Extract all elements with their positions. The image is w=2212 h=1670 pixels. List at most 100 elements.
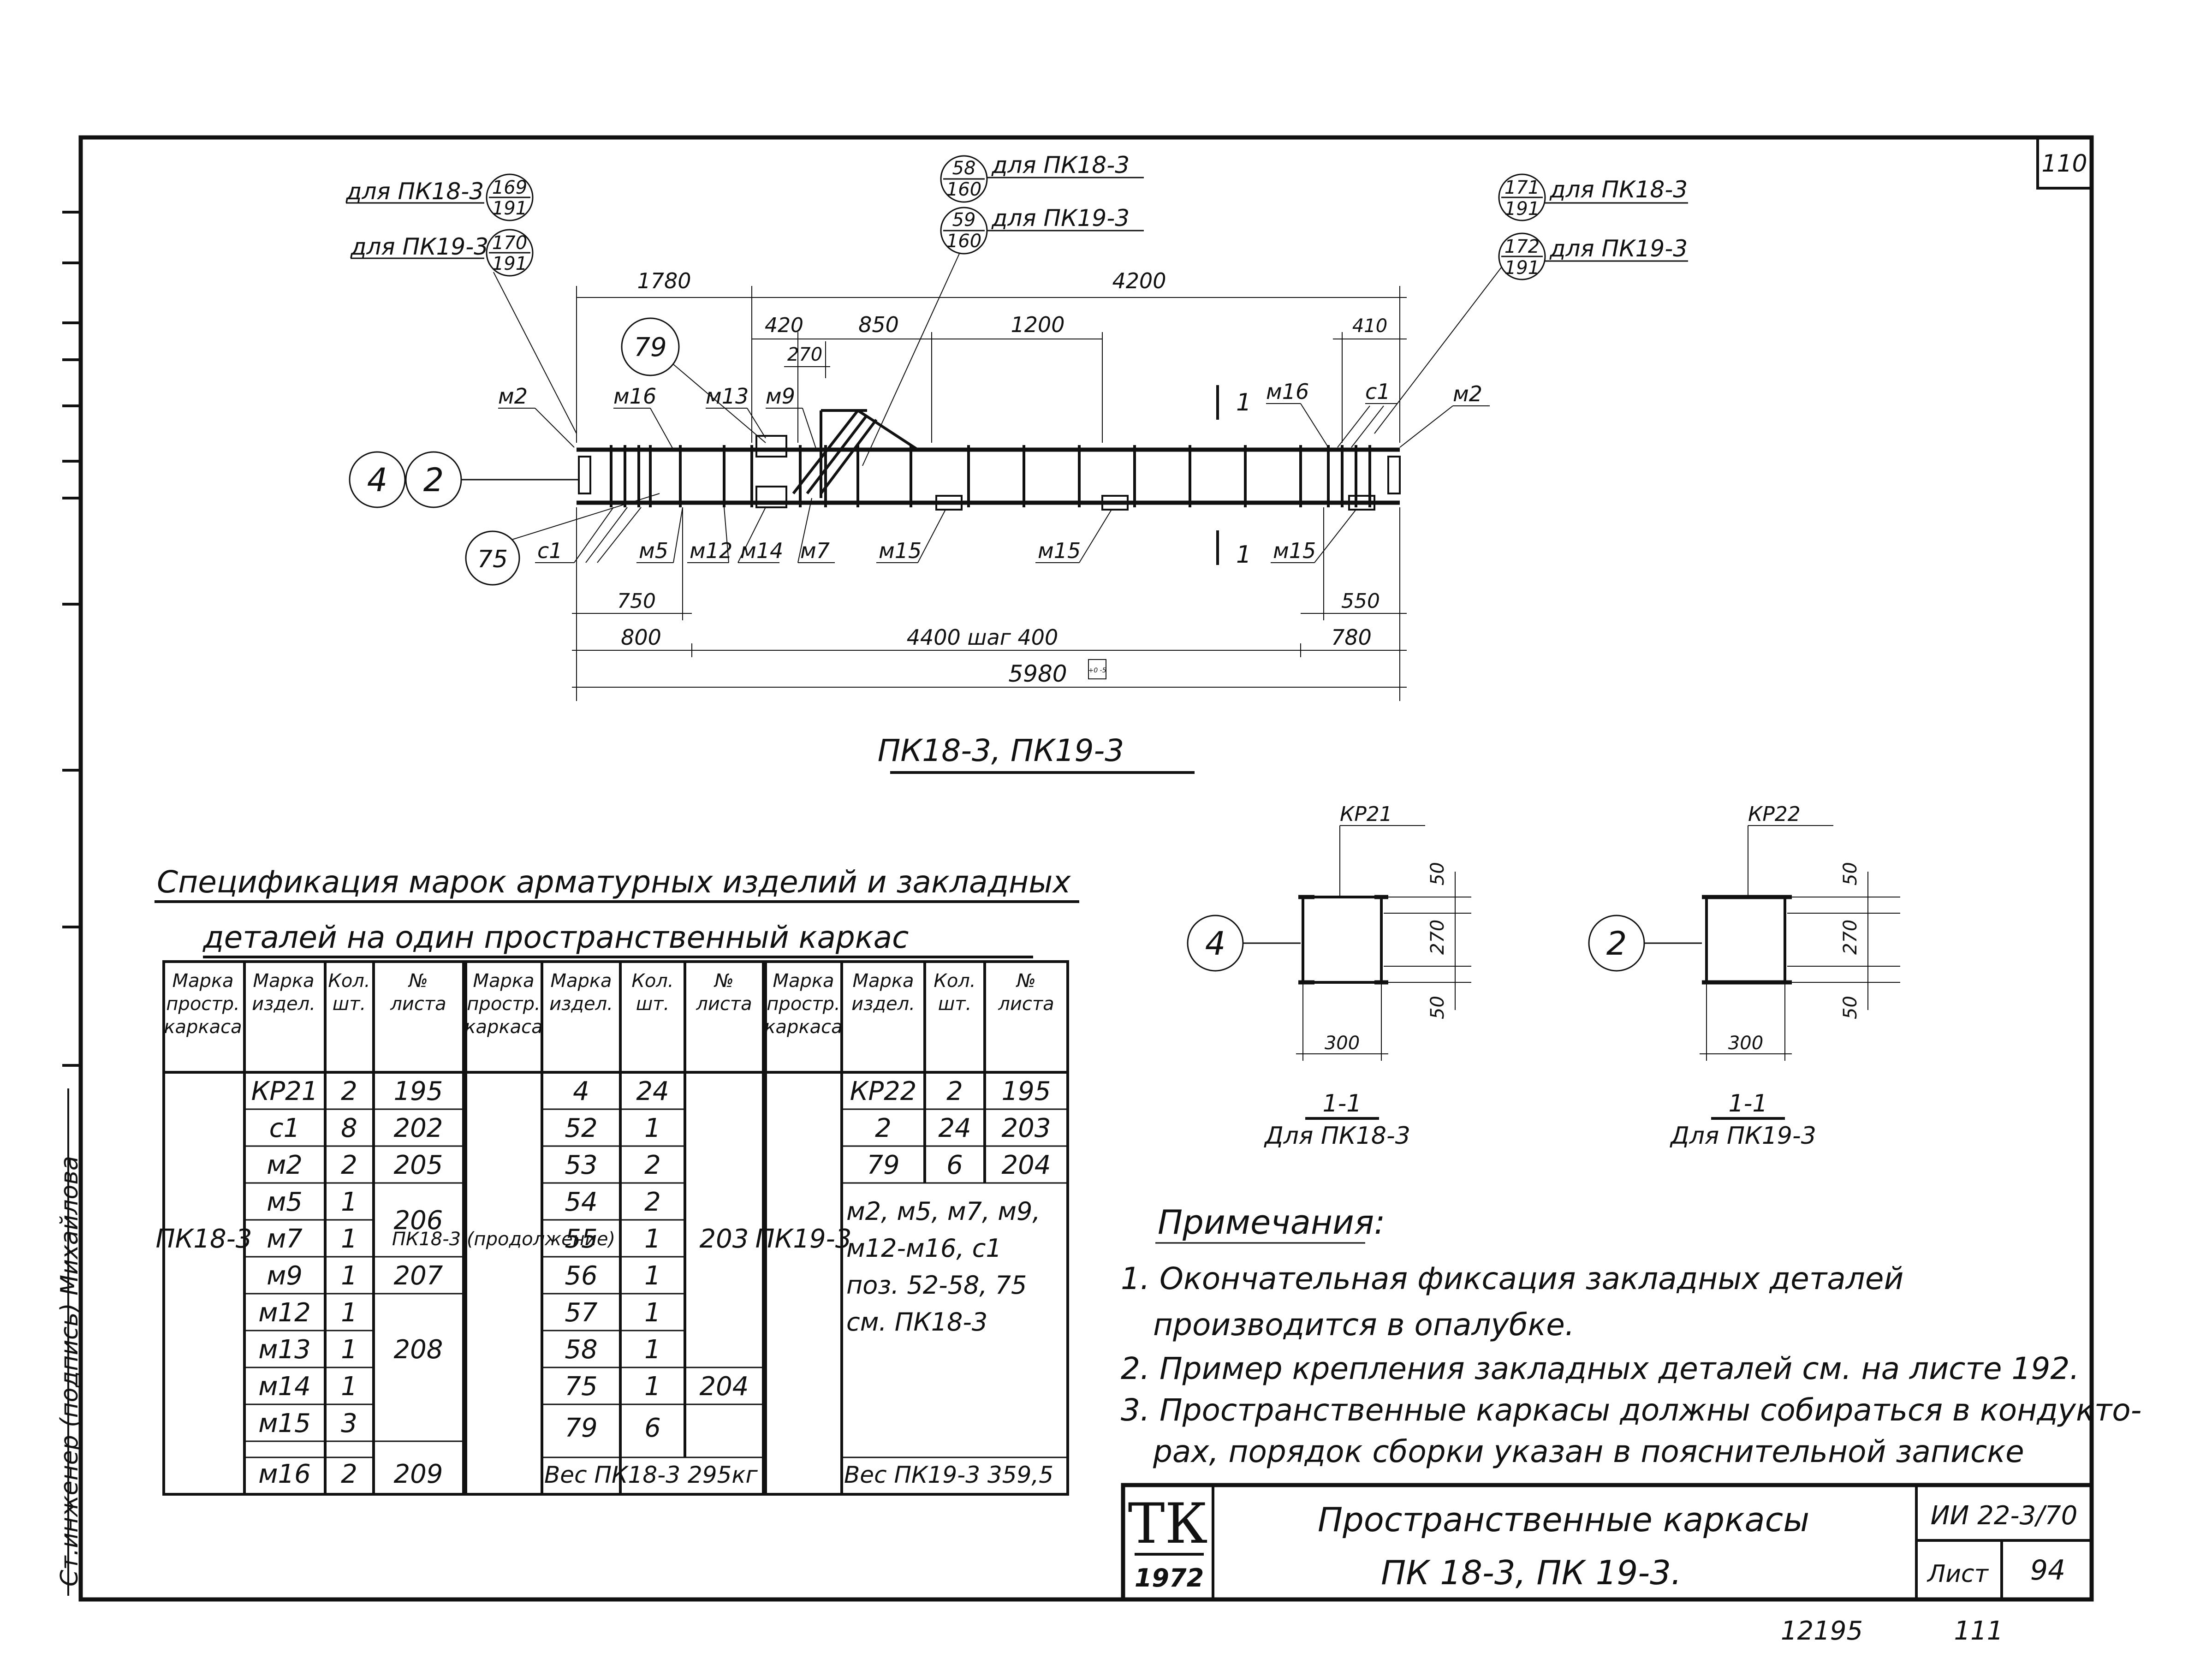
- svg-text:2: 2: [644, 1187, 661, 1217]
- title-block: ТК 1972 Пространственные каркасы ПК 18-3…: [1121, 1483, 2094, 1602]
- dimensions-top: 1780 4200 420 270 850 1200 410: [576, 268, 1407, 443]
- svg-text:м15: м15: [258, 1409, 311, 1438]
- callout-num: 169: [492, 177, 527, 198]
- svg-text:Марка: Марка: [172, 970, 233, 992]
- sheet-border: [78, 135, 2094, 1602]
- svg-text:204: 204: [700, 1372, 749, 1402]
- svg-text:м13: м13: [258, 1335, 311, 1365]
- svg-text:195: 195: [1002, 1076, 1051, 1106]
- spec-block2-rows: 4 24 52 1 53 2 54 2 55 1 203 56 1 57 1 5…: [565, 1076, 749, 1443]
- spec-title-line2: деталей на один пространственный каркас: [202, 920, 909, 955]
- spec-block1-rows: КР21 2 195 с1 8 202 м2 2 205 м5 1 206 м7…: [251, 1076, 443, 1489]
- svg-text:203: 203: [1002, 1113, 1051, 1143]
- callout-den: 191: [1504, 198, 1540, 220]
- svg-text:с1: с1: [269, 1113, 300, 1143]
- svg-text:3. Пространственные каркасы до: 3. Пространственные каркасы должны собир…: [1121, 1392, 2141, 1428]
- svg-text:ПК19-3: ПК19-3: [755, 1224, 852, 1254]
- side-stamp: Ст.инженер (подпись) Михайлова: [56, 1156, 83, 1587]
- callout-num: 170: [492, 232, 527, 254]
- svg-text:4400 шаг 400: 4400 шаг 400: [907, 625, 1058, 650]
- svg-text:52: 52: [565, 1113, 597, 1143]
- callout-75: 75: [465, 493, 660, 586]
- svg-text:24: 24: [636, 1076, 669, 1106]
- svg-text:750: 750: [617, 589, 656, 613]
- svg-text:1: 1: [644, 1372, 661, 1402]
- svg-text:издел.: издел.: [252, 993, 315, 1015]
- svg-text:КР22: КР22: [850, 1076, 917, 1106]
- svg-text:270: 270: [1427, 920, 1448, 955]
- svg-text:ПК18-3: ПК18-3: [156, 1224, 252, 1254]
- svg-text:55: 55: [565, 1224, 597, 1254]
- svg-text:листа: листа: [998, 993, 1054, 1015]
- svg-text:410: 410: [1352, 315, 1387, 337]
- titleblock-sheet-no: 94: [2030, 1554, 2065, 1587]
- titleblock-title: Пространственные каркасы: [1318, 1500, 1809, 1539]
- callout-num: 59: [952, 209, 976, 231]
- svg-text:6: 6: [946, 1150, 963, 1180]
- svg-text:м15: м15: [1273, 538, 1316, 563]
- svg-text:Марка: Марка: [253, 970, 314, 992]
- svg-text:24: 24: [938, 1113, 971, 1143]
- svg-text:57: 57: [565, 1298, 598, 1328]
- titleblock-logo: ТК: [1128, 1492, 1208, 1556]
- svg-text:простр.: простр.: [166, 993, 239, 1015]
- svg-text:издел.: издел.: [549, 993, 613, 1015]
- svg-text:75: 75: [477, 546, 508, 573]
- svg-text:м12: м12: [258, 1298, 311, 1328]
- svg-text:208: 208: [394, 1335, 443, 1365]
- svg-text:3: 3: [341, 1409, 357, 1438]
- svg-text:58: 58: [565, 1335, 597, 1365]
- svg-text:270: 270: [1840, 920, 1861, 955]
- svg-text:195: 195: [394, 1076, 443, 1106]
- marks-bottom: с1 м5 м12 м14 м7 м15 м15 м15: [535, 498, 1356, 563]
- svg-text:простр.: простр.: [767, 993, 840, 1015]
- svg-text:с1: с1: [1365, 379, 1391, 404]
- svg-text:шт.: шт.: [636, 993, 670, 1015]
- archive-number: 12195: [1781, 1616, 1863, 1646]
- titleblock-series: ИИ 22-3/70: [1931, 1501, 2078, 1531]
- svg-text:м7: м7: [800, 538, 830, 563]
- left-margin-ticks: [62, 211, 81, 1067]
- callout-79: 79: [621, 317, 766, 443]
- svg-text:2. Пример крепления закладных: 2. Пример крепления закладных деталей см…: [1121, 1351, 2079, 1386]
- svg-text:1: 1: [341, 1187, 357, 1217]
- cross-section-kr21: КР21 4 50 270 50 300 1-1 Для ПК18-3: [1187, 802, 1471, 1150]
- svg-text:м12-м16, с1: м12-м16, с1: [846, 1234, 1002, 1263]
- svg-text:м5: м5: [639, 538, 668, 563]
- callout-num: 172: [1504, 236, 1540, 257]
- svg-text:Для ПК18-3: Для ПК18-3: [1264, 1122, 1410, 1150]
- svg-text:м2: м2: [267, 1150, 303, 1180]
- svg-text:Вес ПК19-3 359,5: Вес ПК19-3 359,5: [844, 1462, 1053, 1488]
- callout-num: 58: [952, 158, 976, 179]
- corner-number-box: [2036, 136, 2093, 190]
- svg-text:1: 1: [341, 1261, 357, 1291]
- svg-text:1: 1: [644, 1113, 661, 1143]
- svg-text:50: 50: [1840, 996, 1861, 1019]
- titleblock-year: 1972: [1135, 1563, 1204, 1593]
- svg-text:1: 1: [341, 1335, 357, 1365]
- titleblock-subtitle: ПК 18-3, ПК 19-3.: [1381, 1553, 1682, 1592]
- svg-text:53: 53: [565, 1150, 597, 1180]
- svg-text:м12: м12: [690, 538, 732, 563]
- svg-text:м5: м5: [267, 1187, 303, 1217]
- svg-text:79: 79: [867, 1150, 899, 1180]
- callout-label: для ПК19-3: [350, 233, 488, 260]
- svg-text:с1: с1: [537, 538, 563, 563]
- svg-text:1: 1: [644, 1335, 661, 1365]
- svg-text:800: 800: [621, 625, 661, 650]
- svg-text:поз. 52-58, 75: поз. 52-58, 75: [846, 1271, 1027, 1300]
- svg-text:209: 209: [394, 1459, 443, 1489]
- svg-text:шт.: шт.: [938, 993, 972, 1015]
- svg-text:Марка: Марка: [773, 970, 834, 992]
- svg-text:2: 2: [644, 1150, 661, 1180]
- svg-text:№: №: [714, 970, 734, 992]
- svg-text:шт.: шт.: [333, 993, 366, 1015]
- callout-den: 160: [946, 179, 981, 200]
- svg-text:Вес ПК18-3 295кг: Вес ПК18-3 295кг: [544, 1462, 758, 1488]
- spec-table: Марка простр. каркаса Марка издел. Кол. …: [156, 960, 1069, 1496]
- svg-text:м15: м15: [1038, 538, 1081, 563]
- spec-block3-rows: КР22 2 195 2 24 203 79 6 204: [850, 1076, 1051, 1180]
- svg-text:270: 270: [787, 344, 822, 365]
- svg-text:79: 79: [565, 1413, 597, 1443]
- callout-label: для ПК19-3: [991, 205, 1130, 232]
